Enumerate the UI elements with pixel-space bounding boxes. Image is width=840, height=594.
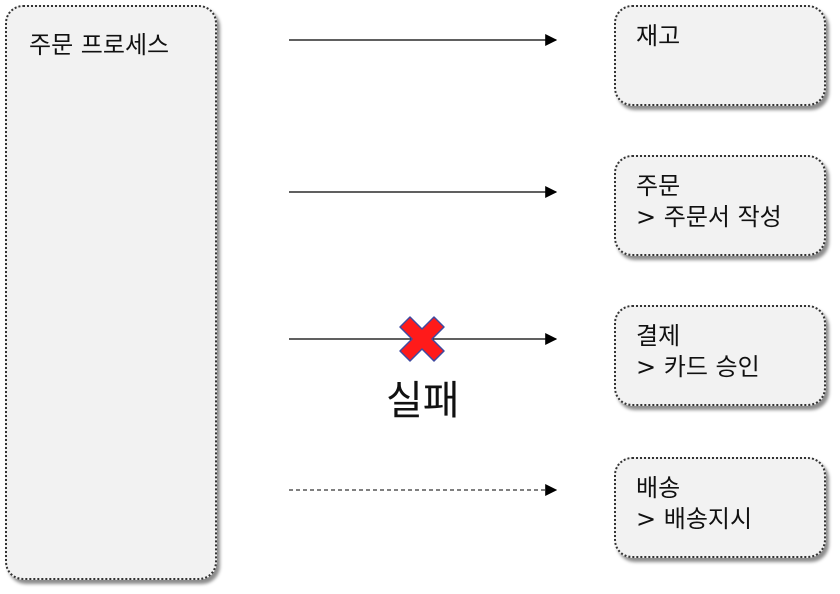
payment-title: 결제 bbox=[636, 322, 681, 350]
shipping-detail: > 배송지시 bbox=[636, 505, 753, 533]
payment-box: 결제 > 카드 승인 bbox=[614, 305, 826, 406]
inventory-box: 재고 bbox=[614, 5, 826, 106]
payment-detail: > 카드 승인 bbox=[636, 353, 760, 381]
shipping-title: 배송 bbox=[636, 474, 681, 502]
order-process-title: 주문 프로세스 bbox=[29, 31, 170, 59]
failure-label: 실패 bbox=[386, 378, 460, 424]
order-title: 주문 bbox=[636, 172, 681, 200]
failure-x-icon bbox=[399, 316, 445, 362]
inventory-title: 재고 bbox=[636, 22, 681, 50]
order-process-box: 주문 프로세스 bbox=[5, 5, 217, 580]
shipping-box: 배송 > 배송지시 bbox=[614, 457, 826, 558]
order-detail: > 주문서 작성 bbox=[636, 203, 782, 231]
order-box: 주문 > 주문서 작성 bbox=[614, 155, 826, 256]
